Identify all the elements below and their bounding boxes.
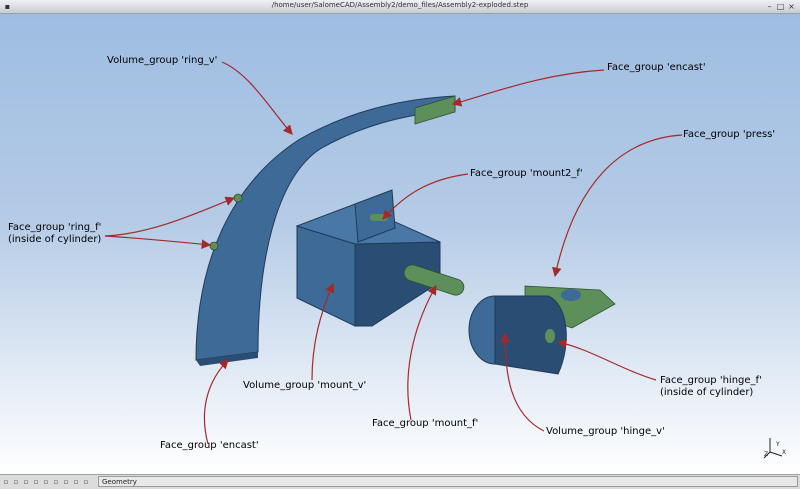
label-mount2-f: Face_group 'mount2_f'	[470, 168, 583, 179]
label-encast-bottom: Face_group 'encast'	[160, 440, 259, 451]
close-icon[interactable]: ×	[788, 2, 795, 11]
callout-arrows	[104, 61, 683, 445]
label-ring-f-line2: (inside of cylinder)	[8, 234, 102, 245]
view-front-icon[interactable]: ▫	[43, 478, 49, 486]
mount-part[interactable]	[295, 189, 466, 327]
title-bar[interactable]: ▪ /home/user/SalomeCAD/Assembly2/demo_fi…	[0, 0, 800, 14]
status-bar: ▫ ▫ ▫ ▫ ▫ ▫ ▫ ▫ ▫ Geometry	[0, 474, 800, 489]
ring-part[interactable]	[195, 95, 456, 366]
label-hinge-v: Volume_group 'hinge_v'	[546, 426, 665, 437]
view-reset-icon[interactable]: ▫	[83, 478, 89, 486]
view-side-icon[interactable]: ▫	[63, 478, 69, 486]
view-rotate-icon[interactable]: ▫	[33, 478, 39, 486]
label-hinge-f-line2: (inside of cylinder)	[660, 387, 754, 398]
axis-z-label: Z	[764, 451, 768, 458]
status-field: Geometry	[98, 476, 798, 487]
label-ring-v: Volume_group 'ring_v'	[107, 55, 218, 66]
window-menu-icon[interactable]: ▪	[4, 2, 11, 11]
label-ring-f-line1: Face_group 'ring_f'	[8, 222, 102, 233]
label-mount-v: Volume_group 'mount_v'	[243, 380, 367, 391]
label-hinge-f: Face_group 'hinge_f' (inside of cylinder…	[660, 375, 762, 399]
view-fit-icon[interactable]: ▫	[3, 478, 9, 486]
label-mount-f: Face_group 'mount_f'	[372, 418, 479, 429]
label-press: Face_group 'press'	[683, 129, 776, 140]
axis-triad: Y X Z	[763, 438, 786, 459]
view-top-icon[interactable]: ▫	[53, 478, 59, 486]
3d-viewport[interactable]: Volume_group 'ring_v' Face_group 'encast…	[0, 14, 800, 474]
minimize-icon[interactable]: –	[767, 2, 772, 11]
label-encast-top: Face_group 'encast'	[607, 62, 706, 73]
view-pan-icon[interactable]: ▫	[23, 478, 29, 486]
window-title: /home/user/SalomeCAD/Assembly2/demo_file…	[271, 1, 529, 9]
axis-y-label: Y	[775, 441, 780, 448]
label-hinge-f-line1: Face_group 'hinge_f'	[660, 375, 762, 386]
view-zoom-icon[interactable]: ▫	[13, 478, 19, 486]
label-ring-f: Face_group 'ring_f' (inside of cylinder)	[8, 222, 101, 246]
scene-drawing	[104, 61, 683, 445]
maximize-icon[interactable]: □	[776, 2, 785, 11]
hinge-part[interactable]	[468, 285, 616, 375]
view-iso-icon[interactable]: ▫	[73, 478, 79, 486]
axis-x-label: X	[782, 449, 786, 456]
